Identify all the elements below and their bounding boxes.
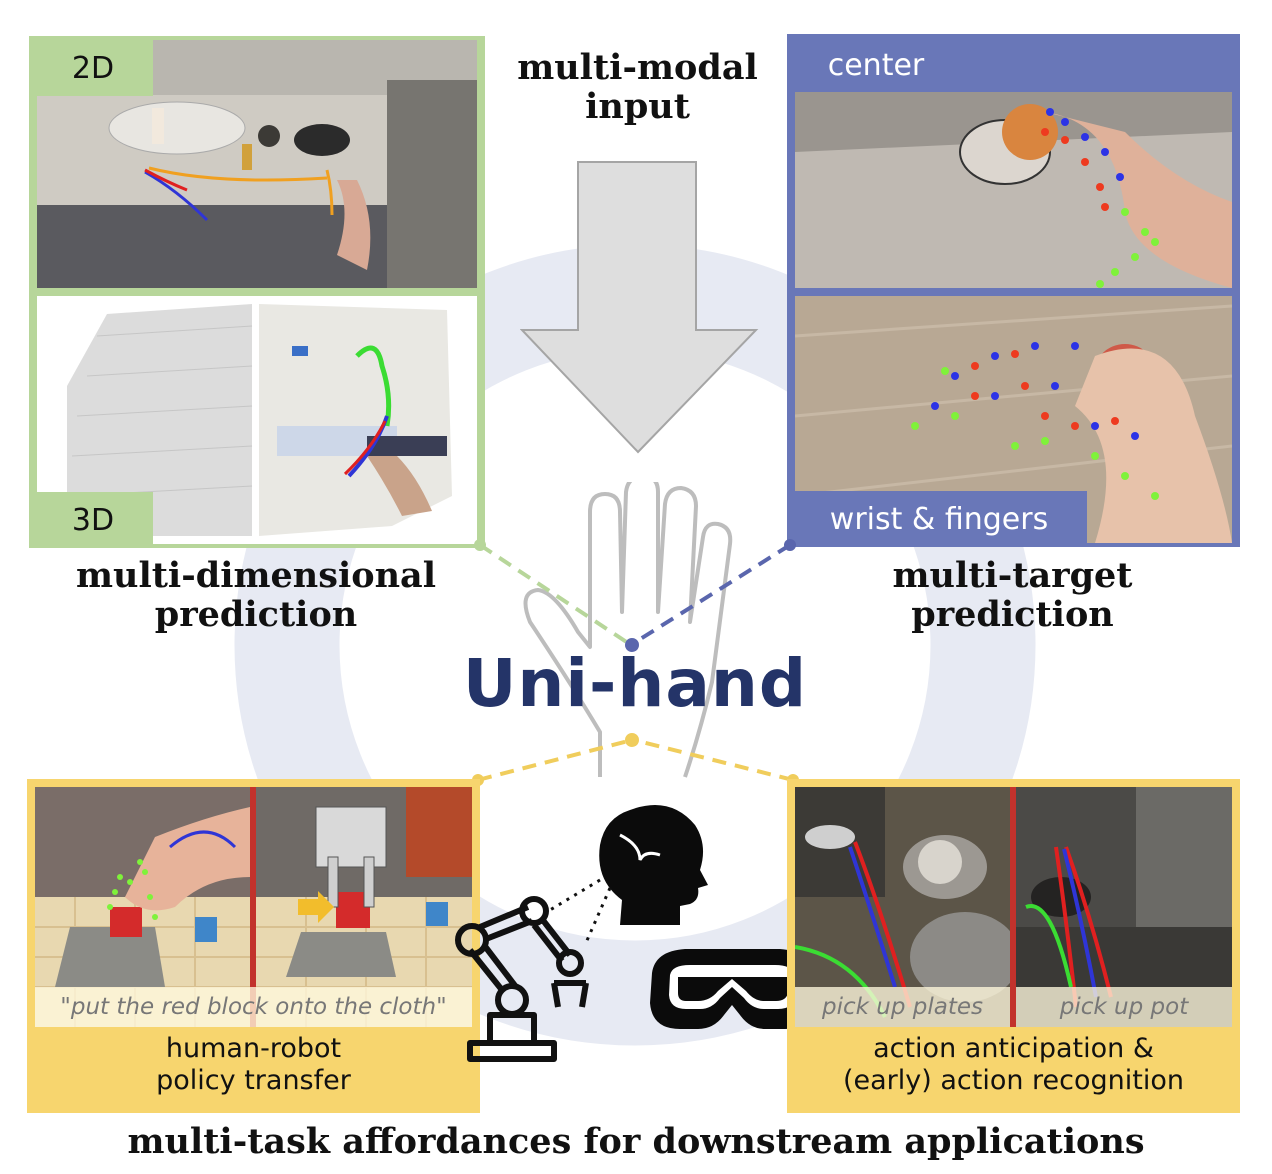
photo-2d-sink — [37, 40, 477, 288]
down-arrow — [520, 161, 759, 454]
robot-arm-icon — [455, 896, 589, 1062]
apple-hand-illustration — [795, 92, 1232, 288]
multi-dimensional-panel: 2D 3D — [29, 36, 485, 548]
caption-pick-up-plates: pick up plates — [795, 987, 1010, 1027]
caption-pick-up-pot: pick up pot — [1016, 987, 1232, 1027]
tag-2d: 2D — [33, 40, 153, 96]
tag-center: center — [791, 38, 961, 92]
photo-3d-pointcloud — [37, 296, 477, 544]
multi-target-panel: center wrist & fingers — [787, 34, 1240, 547]
label-action-recognition: action anticipation & (early) action rec… — [842, 1033, 1185, 1097]
sink-scene-illustration — [37, 40, 477, 288]
action-recognition-panel: pick up plates pick up pot action antici… — [787, 779, 1240, 1113]
main-title-uni-hand: Uni-hand — [462, 645, 808, 722]
caption-multi-dimensional: multi-dimensional prediction — [75, 555, 437, 636]
instruction-caption: "put the red block onto the cloth" — [35, 987, 472, 1027]
vr-headset-icon — [650, 949, 815, 1029]
pointcloud-illustration — [37, 296, 477, 544]
dotted-links — [549, 878, 612, 946]
label-policy-transfer: human-robot policy transfer — [156, 1033, 351, 1097]
tag-3d: 3D — [33, 492, 153, 548]
panel-divider — [250, 787, 256, 1027]
hand-outline-icon — [523, 482, 733, 778]
policy-transfer-panel: "put the red block onto the cloth" human… — [27, 779, 480, 1113]
tag-wrist-fingers: wrist & fingers — [791, 491, 1087, 547]
caption-multi-modal-input: multi-modal input — [517, 47, 758, 128]
caption-multi-target: multi-target prediction — [892, 555, 1133, 636]
panel-divider — [1010, 787, 1016, 1027]
photo-center-target — [795, 92, 1232, 288]
footer-caption: multi-task affordances for downstream ap… — [127, 1121, 1145, 1162]
head-profile-icon — [599, 805, 708, 925]
